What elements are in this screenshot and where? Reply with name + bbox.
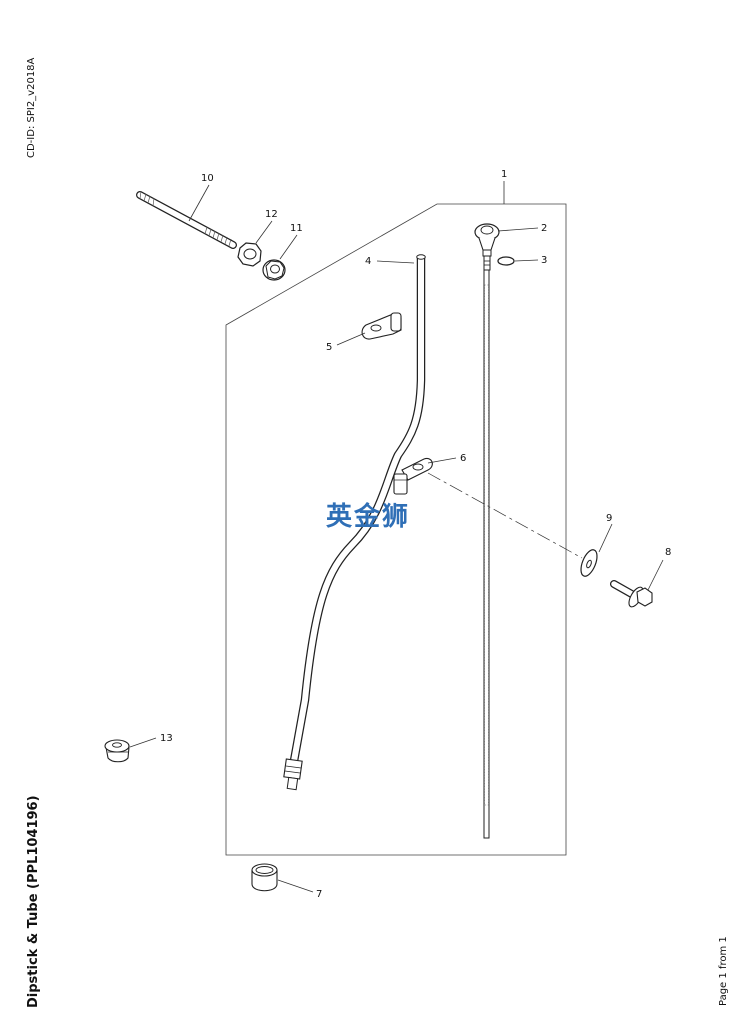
part-bracket-upper[interactable] bbox=[361, 312, 402, 340]
part-stud[interactable] bbox=[136, 190, 237, 249]
callout-3: 3 bbox=[541, 255, 547, 266]
callout-1: 1 bbox=[501, 169, 507, 180]
part-washer[interactable] bbox=[578, 548, 601, 579]
callout-2: 2 bbox=[541, 223, 547, 234]
callout-6: 6 bbox=[460, 453, 466, 464]
part-flange-nut[interactable] bbox=[262, 259, 286, 281]
part-dipstick-handle[interactable] bbox=[474, 223, 500, 271]
callout-12: 12 bbox=[265, 209, 278, 220]
part-clip-bracket[interactable] bbox=[393, 457, 433, 495]
assembly-boundary bbox=[225, 203, 567, 856]
part-bolt[interactable] bbox=[610, 580, 653, 609]
part-dipstick-rod[interactable] bbox=[483, 269, 490, 839]
part-plug[interactable] bbox=[104, 739, 130, 763]
callout-4: 4 bbox=[365, 256, 371, 267]
callout-7: 7 bbox=[316, 889, 322, 900]
part-o-ring[interactable] bbox=[497, 256, 515, 266]
callout-10: 10 bbox=[201, 173, 214, 184]
watermark: 英金狮 bbox=[326, 502, 411, 532]
callout-11: 11 bbox=[290, 223, 303, 234]
leader-lines bbox=[129, 181, 664, 893]
callout-8: 8 bbox=[665, 547, 671, 558]
part-dipstick-tube[interactable] bbox=[283, 254, 426, 791]
part-nut[interactable] bbox=[237, 242, 262, 267]
part-sleeve[interactable] bbox=[251, 863, 278, 892]
callout-13: 13 bbox=[160, 733, 173, 744]
callout-9: 9 bbox=[606, 513, 612, 524]
alignment-line bbox=[427, 472, 583, 559]
callout-5: 5 bbox=[326, 342, 332, 353]
